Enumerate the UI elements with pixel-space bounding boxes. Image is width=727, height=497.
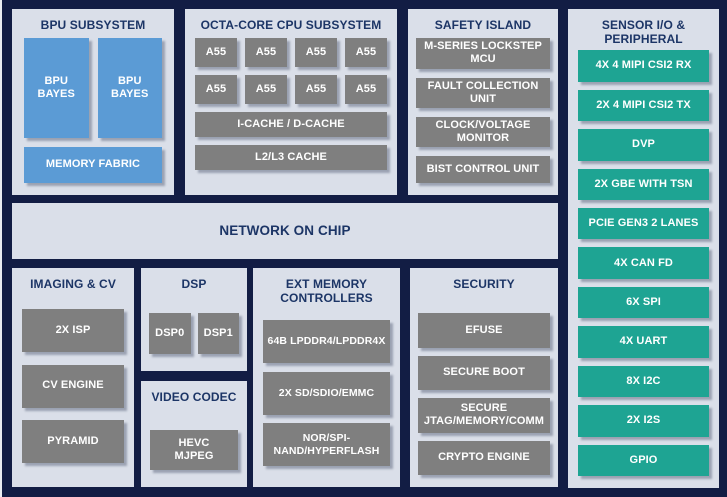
block-lpddr4: 64B LPDDR4/LPDDR4X xyxy=(263,319,390,363)
block-bpu-bayes-2: BPU BAYES xyxy=(97,38,162,138)
ext-memory-blocks: 64B LPDDR4/LPDDR4X 2X SD/SDIO/EMMC NOR/S… xyxy=(261,311,392,475)
cpu-blocks: A55 A55 A55 A55 A55 A55 A55 A55 I-CACHE … xyxy=(193,38,389,183)
block-cv-engine: CV ENGINE xyxy=(22,364,124,408)
panel-sensor-io-peripheral: SENSOR I/O & PERIPHERAL 4X 4 MIPI CSI2 R… xyxy=(568,9,719,488)
panel-security: SECURITY EFUSE SECURE BOOT SECURE JTAG/M… xyxy=(410,268,558,487)
block-a55-core: A55 xyxy=(295,38,337,68)
block-fault-collection-unit: FAULT COLLECTION UNIT xyxy=(416,77,550,108)
ext-memory-controllers-title: EXT MEMORY CONTROLLERS xyxy=(280,277,373,306)
block-a55-core: A55 xyxy=(245,38,287,68)
security-title: SECURITY xyxy=(453,277,515,291)
block-gbe-tsn: 2X GBE WITH TSN xyxy=(578,168,709,200)
block-nor-spi-nand-hyperflash: NOR/SPI-NAND/HYPERFLASH xyxy=(263,423,390,467)
block-gpio: GPIO xyxy=(578,444,709,476)
bpu-blocks: BPU BAYES BPU BAYES MEMORY FABRIC xyxy=(20,38,166,183)
block-dsp0: DSP0 xyxy=(149,313,191,355)
dsp-blocks: DSP0 DSP1 xyxy=(149,313,239,355)
block-memory-fabric: MEMORY FABRIC xyxy=(24,147,162,183)
block-clock-voltage-monitor: CLOCK/VOLTAGE MONITOR xyxy=(416,116,550,148)
panel-video-codec: VIDEO CODEC HEVC MJPEG xyxy=(141,381,247,487)
bpu-subsystem-title: BPU SUBSYSTEM xyxy=(40,18,146,32)
block-a55-core: A55 xyxy=(195,38,237,68)
block-spi: 6X SPI xyxy=(578,286,709,319)
block-i2s: 2X I2S xyxy=(578,405,709,437)
block-icache-dcache: I-CACHE / D-CACHE xyxy=(195,112,387,138)
block-mipi-csi2-rx: 4X 4 MIPI CSI2 RX xyxy=(578,50,709,82)
cpu-subsystem-title: OCTA-CORE CPU SUBSYSTEM xyxy=(200,18,382,32)
block-bist-control-unit: BIST CONTROL UNIT xyxy=(416,156,550,183)
block-bpu-bayes-1: BPU BAYES xyxy=(24,38,89,138)
security-blocks: EFUSE SECURE BOOT SECURE JTAG/MEMORY/COM… xyxy=(418,313,550,476)
block-crypto-engine: CRYPTO ENGINE xyxy=(418,440,550,476)
panel-network-on-chip: NETWORK ON CHIP xyxy=(12,203,558,259)
block-a55-core: A55 xyxy=(195,75,237,105)
block-secure-boot: SECURE BOOT xyxy=(418,355,550,391)
block-l2l3-cache: L2/L3 CACHE xyxy=(195,145,387,171)
imaging-blocks: 2X ISP CV ENGINE PYRAMID xyxy=(20,297,126,475)
block-a55-core: A55 xyxy=(245,75,287,105)
block-pcie-gen3: PCIE GEN3 2 LANES xyxy=(578,208,709,240)
panel-dsp: DSP DSP0 DSP1 xyxy=(141,268,247,371)
block-lockstep-mcu: M-SERIES LOCKSTEP MCU xyxy=(416,38,550,69)
block-a55-core: A55 xyxy=(295,75,337,105)
block-mipi-csi2-tx: 2X 4 MIPI CSI2 TX xyxy=(578,89,709,122)
block-dsp1: DSP1 xyxy=(197,313,239,355)
sensor-blocks: 4X 4 MIPI CSI2 RX 2X 4 MIPI CSI2 TX DVP … xyxy=(576,50,711,476)
block-a55-core: A55 xyxy=(345,38,387,68)
block-can-fd: 4X CAN FD xyxy=(578,247,709,279)
panel-bpu-subsystem: BPU SUBSYSTEM BPU BAYES BPU BAYES MEMORY… xyxy=(12,9,174,195)
imaging-cv-title: IMAGING & CV xyxy=(30,277,116,291)
panel-safety-island: SAFETY ISLAND M-SERIES LOCKSTEP MCU FAUL… xyxy=(408,9,558,195)
block-dvp: DVP xyxy=(578,129,709,161)
cpu-core-grid: A55 A55 A55 A55 A55 A55 A55 A55 xyxy=(195,38,387,105)
network-on-chip-title: NETWORK ON CHIP xyxy=(219,223,351,239)
block-sd-sdio-emmc: 2X SD/SDIO/EMMC xyxy=(263,371,390,415)
block-pyramid: PYRAMID xyxy=(22,419,124,463)
block-secure-jtag-memory-comm: SECURE JTAG/MEMORY/COMM xyxy=(418,398,550,433)
block-a55-core: A55 xyxy=(345,75,387,105)
safety-island-title: SAFETY ISLAND xyxy=(434,18,532,32)
panel-ext-memory-controllers: EXT MEMORY CONTROLLERS 64B LPDDR4/LPDDR4… xyxy=(253,268,400,487)
video-codec-title: VIDEO CODEC xyxy=(151,390,237,404)
panel-cpu-subsystem: OCTA-CORE CPU SUBSYSTEM A55 A55 A55 A55 … xyxy=(185,9,397,195)
block-efuse: EFUSE xyxy=(418,313,550,348)
dsp-title: DSP xyxy=(181,277,207,291)
safety-blocks: M-SERIES LOCKSTEP MCU FAULT COLLECTION U… xyxy=(416,38,550,183)
block-hevc-mjpeg: HEVC MJPEG xyxy=(150,430,238,471)
block-i2c: 8X I2C xyxy=(578,365,709,398)
block-uart: 4X UART xyxy=(578,326,709,358)
sensor-io-peripheral-title: SENSOR I/O & PERIPHERAL xyxy=(601,18,686,47)
panel-imaging-cv: IMAGING & CV 2X ISP CV ENGINE PYRAMID xyxy=(12,268,134,487)
block-isp: 2X ISP xyxy=(22,309,124,353)
